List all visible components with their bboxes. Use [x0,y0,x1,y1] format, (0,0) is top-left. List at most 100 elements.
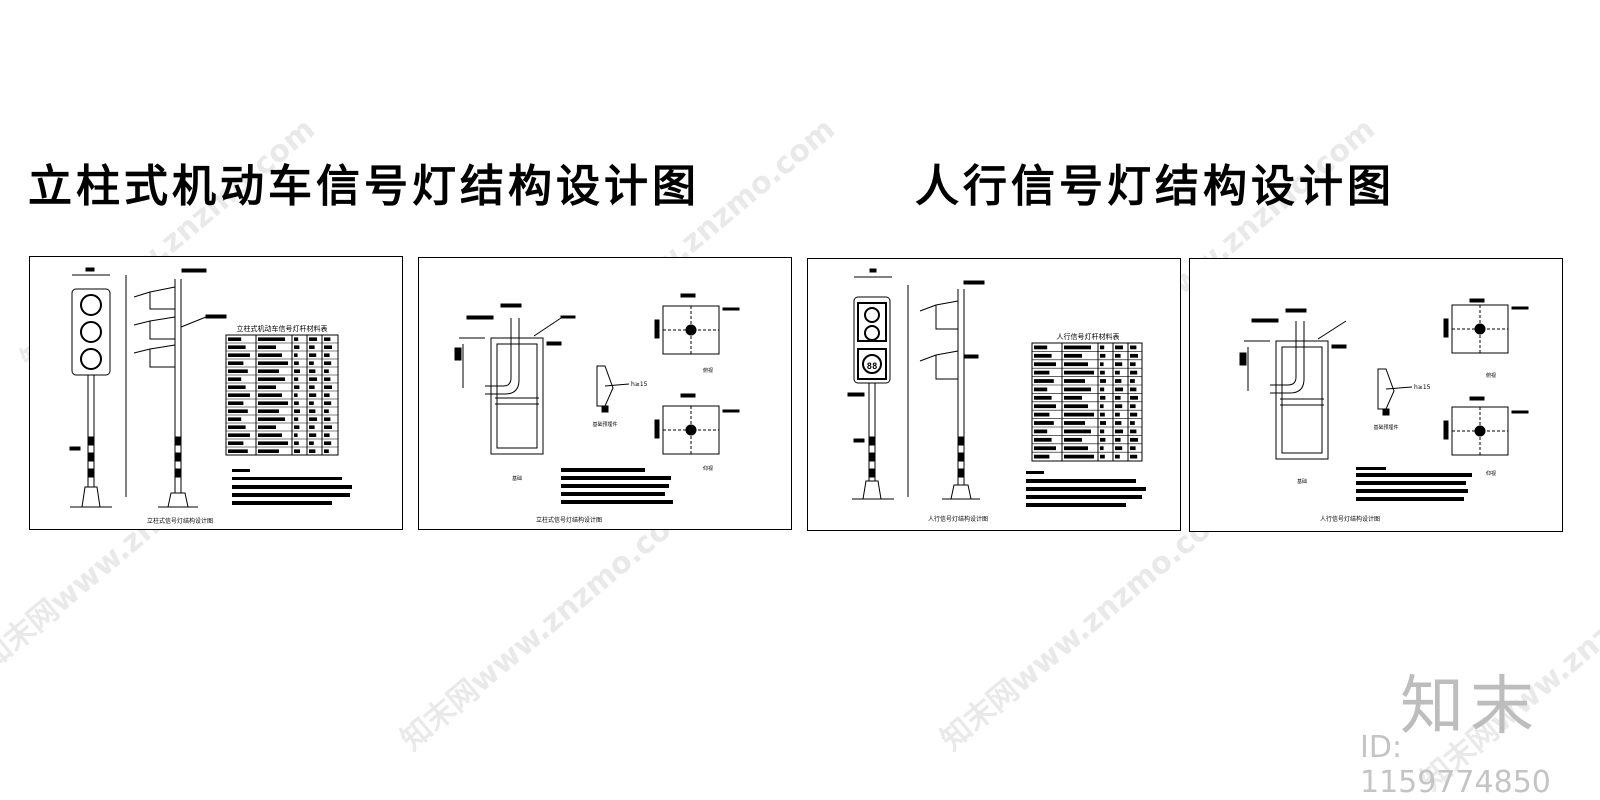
table-cell-text [1130,370,1138,375]
vehicle-foundation-drawing: h≥15 基础预埋件 俯视 仰视 基础 立柱式信号灯结构设计图 [454,293,740,524]
table-cell-text [309,345,315,349]
table-cell-text [1130,345,1137,350]
table-cell-text [1130,446,1136,451]
ped-signal-head [853,296,891,384]
table-cell-text [1130,412,1138,417]
table-cell-text [324,385,332,389]
table-cell-text [1064,437,1082,442]
table-cell-text [1130,379,1135,383]
table-cell-text [1100,454,1105,459]
image-id-label: ID: 1159774850 [1360,730,1551,800]
table-cell-text [258,417,285,421]
table-cell-text [1130,387,1137,392]
table-cell-text [294,449,300,453]
table-cell-text [1034,421,1054,425]
table-cell-text [1064,353,1082,358]
label-plan-bottom: 仰视 [703,465,713,472]
table-cell-text [1034,362,1056,367]
pedestrian-foundation-drawing: h≥15 基础预埋件 俯视 仰视 基础 人行信号灯结构设计图 [1239,298,1529,523]
table-cell-text [1100,429,1105,434]
table-cell-text [1034,353,1052,358]
sheet-caption: 人行信号灯结构设计图 [1320,515,1380,523]
table-cell-text [258,409,279,413]
table-cell-text [294,369,300,373]
table-cell-text [309,369,316,373]
table-cell-text [258,385,276,389]
table-cell-text [1064,446,1088,451]
table-cell-text [309,433,317,437]
table-cell-text [1064,370,1094,375]
table-cell-text [228,345,246,349]
sheet-vehicle-foundation: h≥15 基础预埋件 俯视 仰视 基础 立柱式信号灯结构设计图 [418,257,792,530]
table-cell-text [309,417,317,421]
table-cell-text [228,353,250,357]
table-cell-text [309,377,317,381]
material-table-title: 立柱式机动车信号灯杆材料表 [237,324,328,333]
table-cell-text [1130,429,1137,434]
signal-head-front [71,288,111,376]
table-cell-text [228,369,248,373]
label-detail: 基础预埋件 [592,421,617,428]
table-cell-text [1064,412,1094,417]
table-cell-text [294,441,299,445]
table-cell-text [294,345,300,349]
label-h: h≥15 [1414,384,1431,391]
table-cell-text [1064,454,1094,459]
table-cell-text [324,449,329,453]
table-cell-text [1100,421,1106,425]
table-cell-text [294,409,300,413]
table-cell-text [324,417,331,421]
countdown-digits: 88 [867,362,878,372]
table-cell-text [324,361,332,365]
table-cell-text [294,425,300,429]
foundation-outline [1275,340,1329,460]
table-cell-text [1115,404,1123,409]
table-cell-text [324,393,330,397]
table-cell-text [324,425,332,429]
label-base: 基础 [512,475,522,482]
table-cell-text [309,401,314,405]
label-detail: 基础预埋件 [1373,424,1398,431]
table-cell-text [294,417,299,421]
sheet-pedestrian-foundation: h≥15 基础预埋件 俯视 仰视 基础 人行信号灯结构设计图 [1189,258,1563,532]
table-cell-text [228,449,248,453]
table-cell-text [258,393,282,397]
table-cell-text [228,393,250,397]
table-cell-text [1034,345,1048,350]
ped-icon-walk [864,325,880,341]
notes-block [1026,471,1146,507]
table-cell-text [309,337,317,341]
table-cell-text [228,409,248,413]
table-cell-text [1034,379,1054,383]
table-cell-text [324,369,329,373]
drawing-title-pedestrian-signal: 人行信号灯结构设计图 [915,161,1395,212]
table-cell-text [294,353,298,357]
sheet-caption: 人行信号灯结构设计图 [928,515,988,523]
table-cell-text [294,361,299,365]
drawing-title-vehicle-signal: 立柱式机动车信号灯结构设计图 [28,161,700,212]
table-cell-text [1100,446,1104,451]
table-cell-text [309,353,317,357]
table-cell-text [1130,421,1135,425]
table-cell-text [1064,429,1091,434]
table-cell-text [228,401,244,405]
sheet-caption: 立柱式信号灯结构设计图 [147,517,213,525]
table-cell-text [228,425,246,429]
table-cell-text [258,401,288,405]
table-cell-text [228,385,246,389]
table-cell-text [1100,387,1105,392]
notes-block [1356,467,1472,501]
table-cell-text [258,337,285,341]
table-cell-text [258,425,276,429]
table-cell-text [1100,437,1106,442]
table-cell-text [228,433,250,437]
table-cell-text [1034,412,1050,417]
table-cell-text [1064,395,1082,400]
table-cell-text [1064,421,1085,425]
table-cell-text [324,353,330,357]
table-cell-text [1130,454,1138,459]
table-cell-text [1100,345,1105,350]
table-cell-text [1100,379,1106,383]
table-cell-text [309,441,314,445]
table-cell-text [1115,454,1120,459]
